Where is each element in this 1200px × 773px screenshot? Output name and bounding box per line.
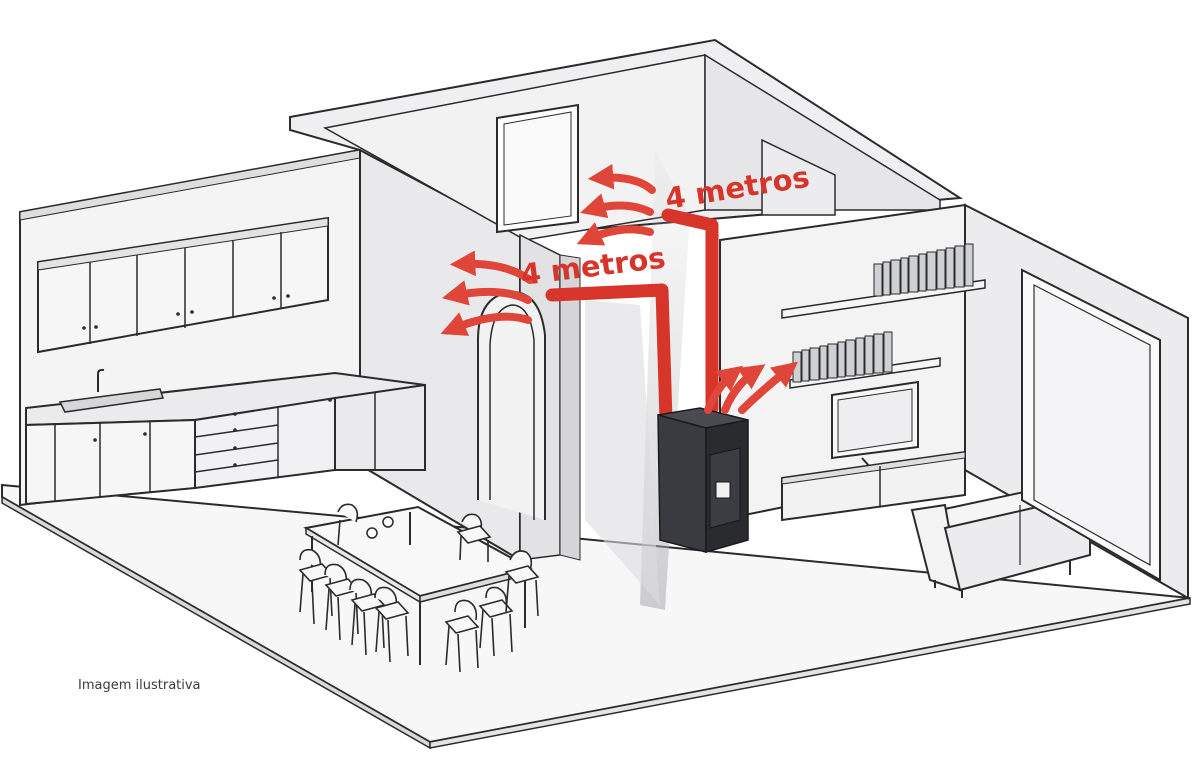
heat-flow-arrow-icon bbox=[721, 364, 766, 414]
heat-flow-arrow-icon bbox=[576, 222, 654, 246]
arch-doorway bbox=[477, 290, 546, 520]
tv bbox=[831, 380, 919, 468]
dining-chairs bbox=[298, 503, 540, 673]
heat-flow-arrow-icon bbox=[704, 365, 744, 414]
skylight-window bbox=[496, 103, 579, 234]
kitchen bbox=[25, 216, 426, 506]
tv-console bbox=[781, 450, 966, 522]
heat-flow-arrow-icon bbox=[440, 312, 532, 336]
patio-window bbox=[1021, 268, 1161, 582]
floor-slab bbox=[1, 483, 1191, 750]
illustrative-image-caption: Imagem ilustrativa bbox=[78, 678, 201, 693]
heat-flow-arrow-icon bbox=[441, 280, 532, 306]
hot-air-ducts bbox=[545, 208, 719, 427]
heat-flow-arrow-icon bbox=[587, 164, 656, 194]
heat-flow-arrow-icon bbox=[580, 193, 654, 219]
pellet-stove bbox=[657, 407, 749, 553]
heat-flow-arrow-icon bbox=[738, 361, 798, 414]
heat-flow-arrow-icon bbox=[449, 250, 534, 284]
doorway bbox=[761, 138, 836, 216]
duct-upper bbox=[661, 208, 719, 415]
bookshelves bbox=[781, 243, 986, 389]
heat-arrows bbox=[440, 164, 798, 414]
duct-lower bbox=[545, 283, 673, 427]
